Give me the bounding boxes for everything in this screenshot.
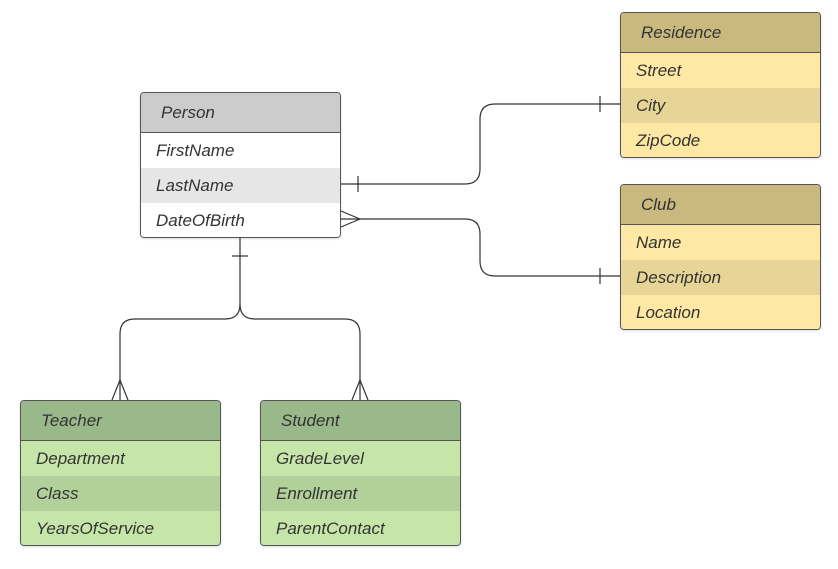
- field-student-gradelevel[interactable]: GradeLevel: [261, 441, 460, 476]
- field-club-description[interactable]: Description: [621, 260, 820, 295]
- entity-student-title: Student: [261, 401, 460, 441]
- field-teacher-department[interactable]: Department: [21, 441, 220, 476]
- field-person-lastname[interactable]: LastName: [141, 168, 340, 203]
- entity-student[interactable]: Student GradeLevel Enrollment ParentCont…: [260, 400, 461, 546]
- field-person-firstname[interactable]: FirstName: [141, 133, 340, 168]
- entity-residence[interactable]: Residence Street City ZipCode: [620, 12, 821, 158]
- field-club-location[interactable]: Location: [621, 295, 820, 329]
- field-student-enrollment[interactable]: Enrollment: [261, 476, 460, 511]
- field-residence-zipcode[interactable]: ZipCode: [621, 123, 820, 157]
- entity-residence-title: Residence: [621, 13, 820, 53]
- entity-club[interactable]: Club Name Description Location: [620, 184, 821, 330]
- field-person-dateofbirth[interactable]: DateOfBirth: [141, 203, 340, 237]
- entity-club-title: Club: [621, 185, 820, 225]
- field-residence-street[interactable]: Street: [621, 53, 820, 88]
- field-teacher-yearsofservice[interactable]: YearsOfService: [21, 511, 220, 545]
- entity-teacher[interactable]: Teacher Department Class YearsOfService: [20, 400, 221, 546]
- connector-person-residence[interactable]: [341, 96, 620, 192]
- connector-person-subtypes[interactable]: [111, 238, 369, 401]
- entity-person[interactable]: Person FirstName LastName DateOfBirth: [140, 92, 341, 238]
- field-club-name[interactable]: Name: [621, 225, 820, 260]
- entity-person-title: Person: [141, 93, 340, 133]
- field-teacher-class[interactable]: Class: [21, 476, 220, 511]
- field-student-parentcontact[interactable]: ParentContact: [261, 511, 460, 545]
- field-residence-city[interactable]: City: [621, 88, 820, 123]
- connector-person-club[interactable]: [340, 210, 620, 284]
- entity-teacher-title: Teacher: [21, 401, 220, 441]
